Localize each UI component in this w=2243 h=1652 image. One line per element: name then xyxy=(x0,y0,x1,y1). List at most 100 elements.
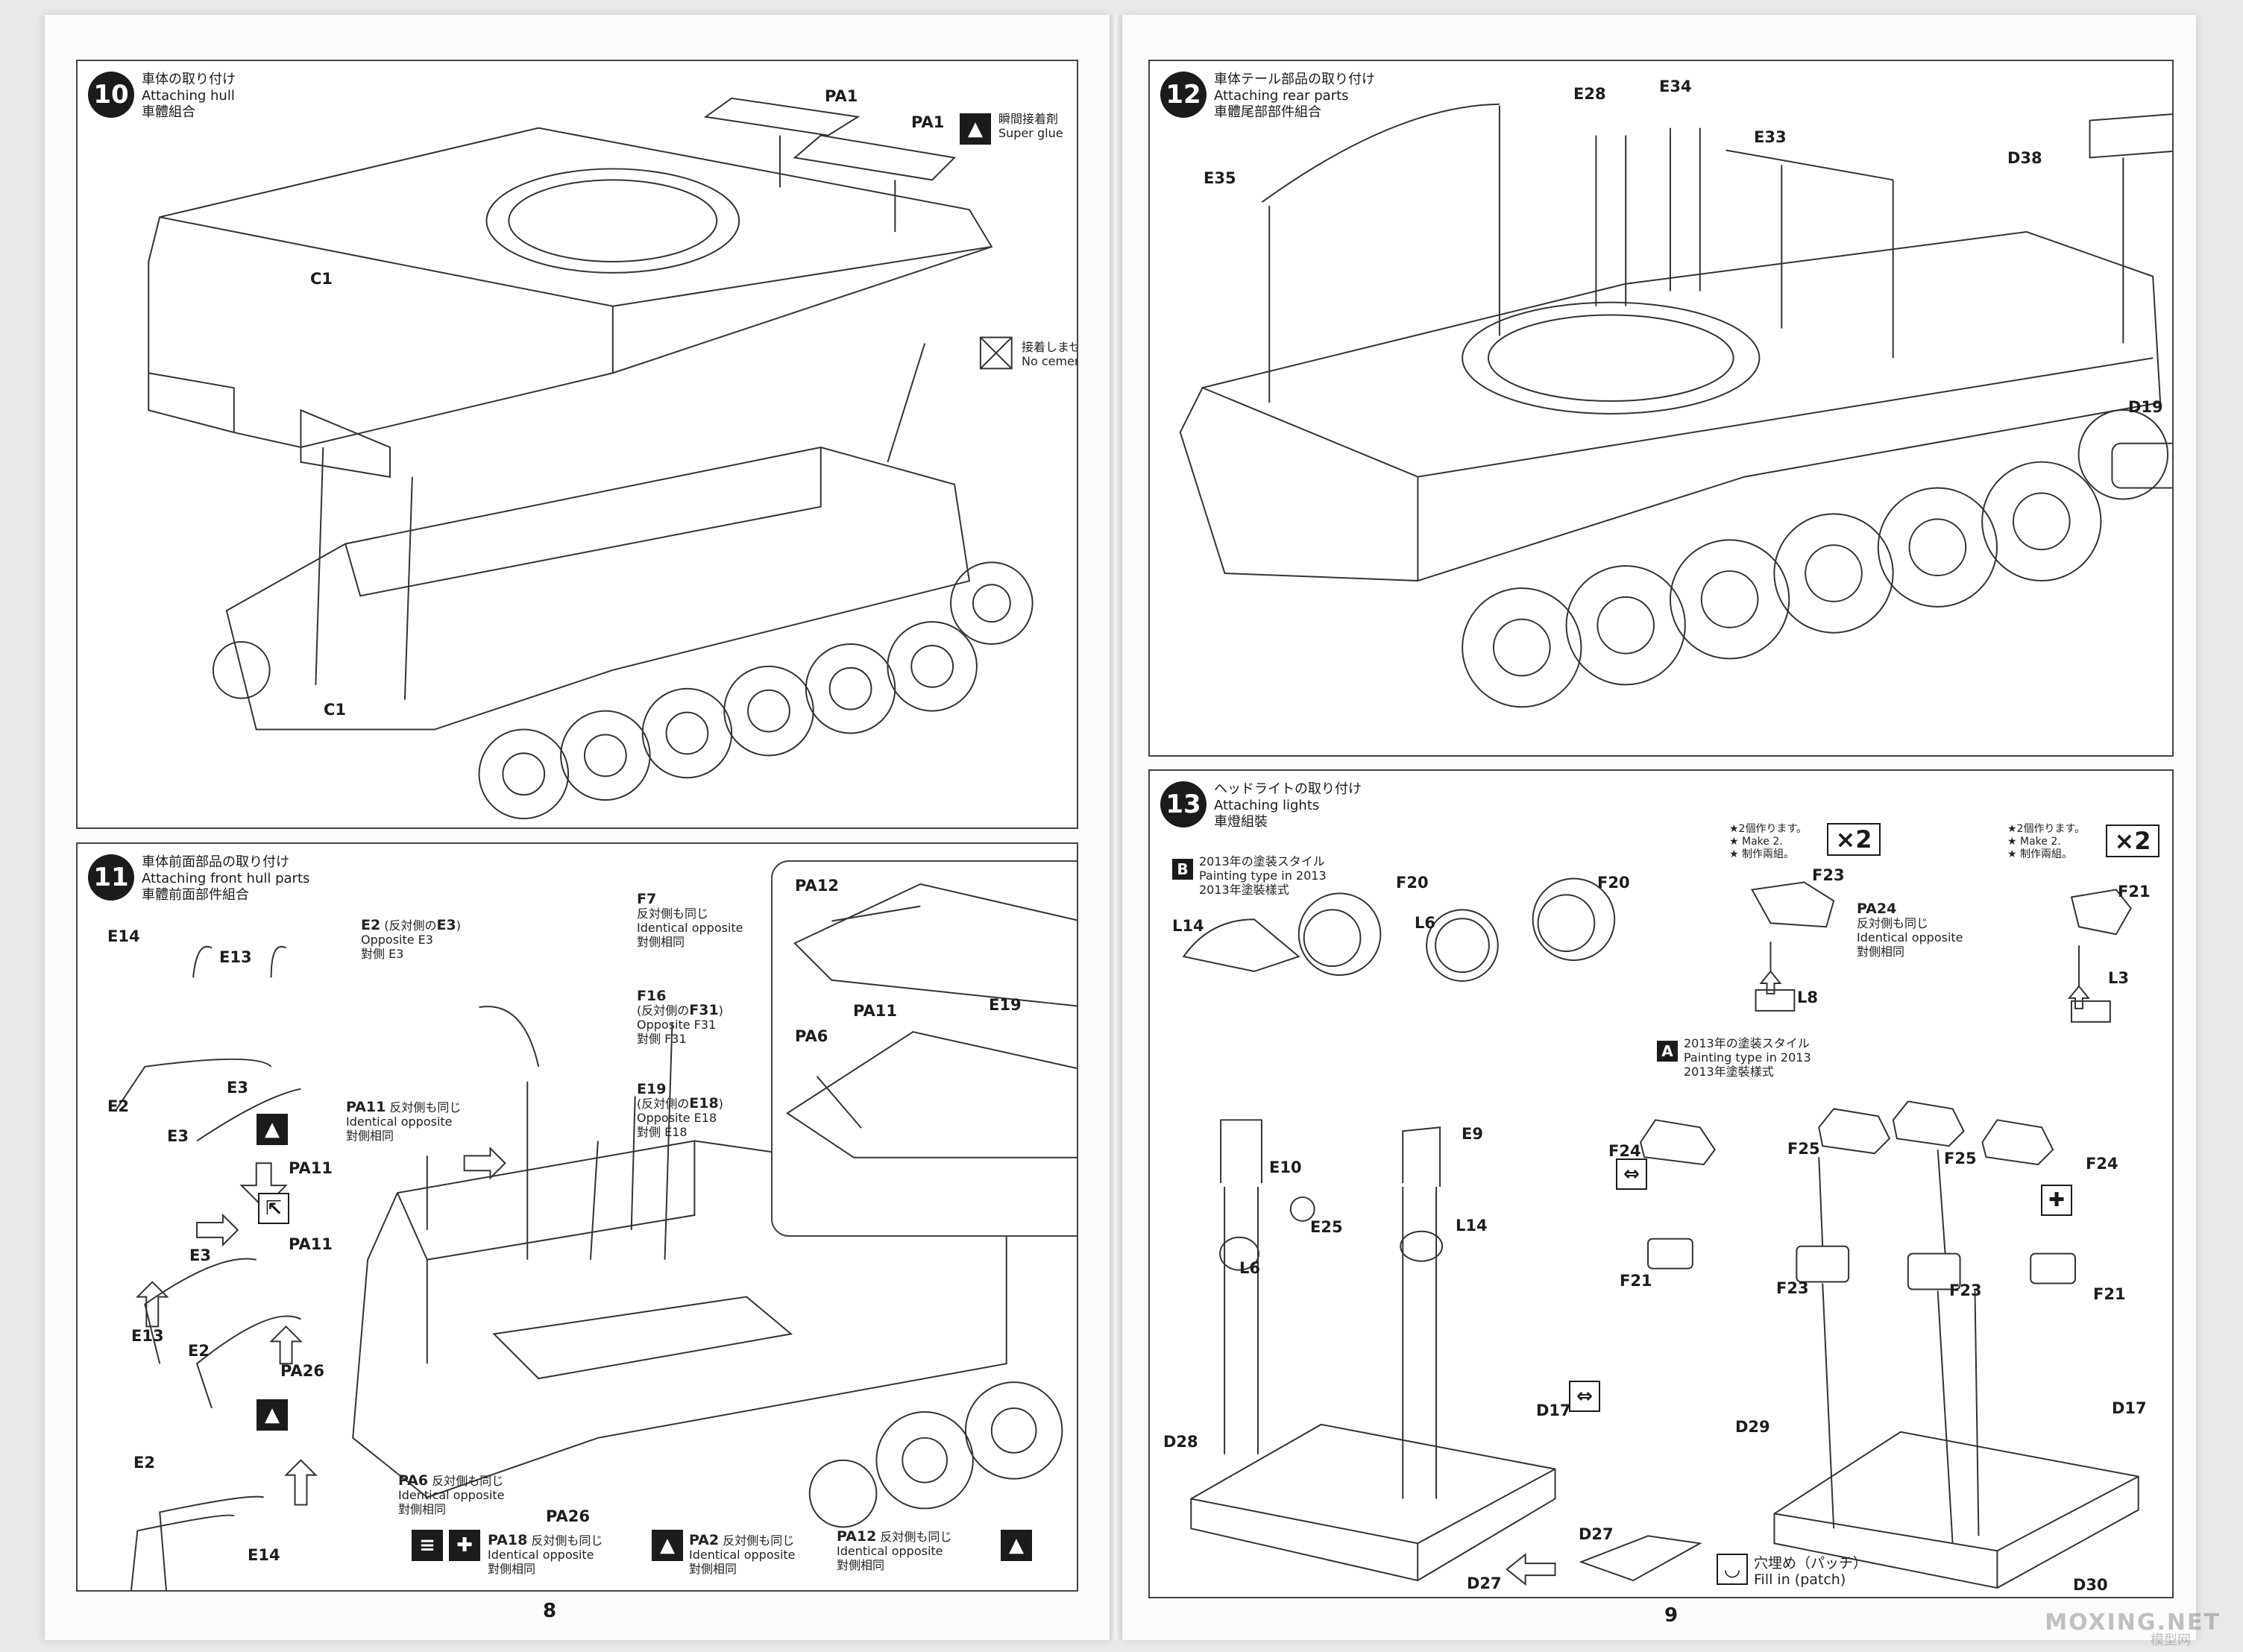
step-title-en: Attaching hull xyxy=(142,88,235,104)
part-label: PA26 xyxy=(546,1507,590,1525)
step-13-heading: 13 ヘッドライトの取り付け Attaching lights 車燈組裝 xyxy=(1160,781,1362,830)
note-ref: F31 xyxy=(689,1002,719,1018)
pa24-identical-note: PA24 反対側も同じ Identical opposite 對側相同 xyxy=(1857,902,1963,959)
part-label: F23 xyxy=(1812,866,1845,884)
note-en: Identical opposite xyxy=(488,1548,594,1562)
part-label: F25 xyxy=(1787,1140,1820,1158)
rotate-view-icon: ✚ xyxy=(2041,1185,2072,1216)
part-label: F21 xyxy=(2093,1285,2126,1303)
part-label: E28 xyxy=(1573,85,1606,103)
note-en: Painting type in 2013 xyxy=(1199,868,1327,883)
step-10-heading: 10 車体の取り付け Attaching hull 車體組合 xyxy=(88,72,236,121)
step-title-cn: 車燈組裝 xyxy=(1214,814,1268,830)
fill-patch-note: 穴埋め（パッチ） Fill in (patch) xyxy=(1754,1555,1867,1588)
part-label: E33 xyxy=(1754,128,1787,146)
step-title-cn: 車體前面部件組合 xyxy=(142,887,249,903)
note-jp: (反対側の xyxy=(384,918,437,933)
part-label: E35 xyxy=(1204,169,1236,187)
note-ref: E3 xyxy=(436,917,456,933)
step-title-en: Attaching front hull parts xyxy=(142,871,310,886)
part-label: L14 xyxy=(1456,1217,1488,1235)
note-head: PA12 xyxy=(837,1528,877,1545)
part-label: L6 xyxy=(1415,914,1435,932)
quantity-badge: ×2 xyxy=(1827,823,1881,856)
part-label: L3 xyxy=(2108,969,2129,987)
part-label: E2 xyxy=(188,1342,210,1360)
rear-parts-drawing xyxy=(1179,103,2172,708)
note-head: PA6 xyxy=(398,1472,429,1489)
step-title-cn: 車體尾部部件組合 xyxy=(1214,104,1321,120)
binding-gutter xyxy=(1110,15,1124,1640)
note-jp: 反対側も同じ xyxy=(880,1530,952,1544)
fill-patch-icon: ◡ xyxy=(1717,1554,1748,1585)
part-label: F25 xyxy=(1944,1150,1977,1167)
note-jp: 反対側も同じ xyxy=(723,1533,795,1548)
note-en: Super glue xyxy=(998,126,1063,140)
super-glue-note: 瞬間接着剤 Super glue xyxy=(998,112,1063,140)
step-title-en: Attaching lights xyxy=(1214,798,1320,813)
part-label: F23 xyxy=(1949,1281,1982,1299)
glue-icon: ▲ xyxy=(652,1530,683,1561)
note-en: Fill in (patch) xyxy=(1754,1571,1846,1588)
note-jp: 反対側も同じ xyxy=(432,1474,504,1488)
note-cn: ★ 制作兩組。 xyxy=(1729,848,1795,860)
quantity-badge: ×2 xyxy=(2106,825,2159,857)
note-en: Identical opposite xyxy=(637,921,743,935)
note-cn: 對側相同 xyxy=(488,1562,536,1576)
pa11-identical-note: PA11 反対側も同じ Identical opposite 對側相同 xyxy=(346,1099,462,1144)
note-close: ) xyxy=(456,918,461,933)
part-label: D19 xyxy=(2128,398,2163,416)
detail-inset: PA12 PA6 PA11 E19 xyxy=(771,860,1077,1237)
lights-drawing xyxy=(1182,877,2139,1589)
part-label: D17 xyxy=(1536,1402,1571,1419)
watermark-subtitle: 模型网 xyxy=(2151,1633,2191,1648)
part-label: D27 xyxy=(1579,1525,1614,1543)
flip-view-icon: ⇔ xyxy=(1616,1158,1647,1190)
part-label: PA11 xyxy=(853,1002,897,1020)
glue-icon: ▲ xyxy=(257,1114,288,1145)
note-en: Opposite E3 xyxy=(361,933,433,947)
note-head: PA11 xyxy=(346,1099,386,1115)
note-en: ★ Make 2. xyxy=(2007,836,2061,848)
part-label: E13 xyxy=(131,1327,164,1345)
glue-icon: ▲ xyxy=(257,1399,288,1431)
flip-view-icon: ⇱ xyxy=(258,1193,289,1224)
part-label: F21 xyxy=(1620,1272,1652,1290)
front-hull-drawing xyxy=(114,945,1063,1590)
page-number: 8 xyxy=(543,1600,557,1622)
step-11-heading: 11 車体前面部品の取り付け Attaching front hull part… xyxy=(88,854,309,904)
part-label: E2 xyxy=(107,1097,129,1115)
part-label: E19 xyxy=(989,996,1022,1014)
note-en: Identical opposite xyxy=(837,1544,943,1558)
note-cn: 對側相同 xyxy=(689,1562,737,1576)
page-8: 10 車体の取り付け Attaching hull 車體組合 PA1 PA1 C… xyxy=(45,15,1111,1640)
hull-assembly-drawing xyxy=(148,97,1034,820)
step-title-en: Attaching rear parts xyxy=(1214,88,1349,104)
step-number: 11 xyxy=(88,854,134,901)
part-label: PA11 xyxy=(289,1235,333,1253)
pa2-identical-note: PA2 反対側も同じ Identical opposite 對側相同 xyxy=(689,1533,796,1577)
step-title-jp: ヘッドライトの取り付け xyxy=(1214,781,1362,797)
watermark: MOXING.NET xyxy=(2045,1610,2221,1636)
part-label: E3 xyxy=(167,1127,189,1145)
make-two-note: ★2個作ります。 ★ Make 2. ★ 制作兩組。 xyxy=(1729,823,1807,861)
super-glue-icon: ▲ xyxy=(960,113,991,145)
note-ref: E18 xyxy=(689,1095,719,1112)
note-cn: 對側 F31 xyxy=(637,1032,687,1046)
part-label: F23 xyxy=(1776,1279,1809,1297)
note-head: F16 xyxy=(637,988,667,1004)
part-label: PA6 xyxy=(795,1027,828,1045)
note-en: Identical opposite xyxy=(689,1548,796,1562)
note-close: ) xyxy=(718,1003,723,1018)
part-label: E9 xyxy=(1462,1125,1483,1143)
part-label: C1 xyxy=(324,701,347,719)
note-jp: 反対側も同じ xyxy=(389,1100,462,1115)
part-label: D17 xyxy=(2112,1399,2147,1417)
part-label: F20 xyxy=(1396,874,1429,892)
note-jp: 穴埋め（パッチ） xyxy=(1754,1555,1868,1571)
part-label: D27 xyxy=(1467,1574,1502,1592)
part-label: F21 xyxy=(2118,883,2151,901)
step-number: 12 xyxy=(1160,72,1207,118)
part-label: D38 xyxy=(2007,149,2042,167)
note-cn: 對側相同 xyxy=(1857,945,1905,959)
